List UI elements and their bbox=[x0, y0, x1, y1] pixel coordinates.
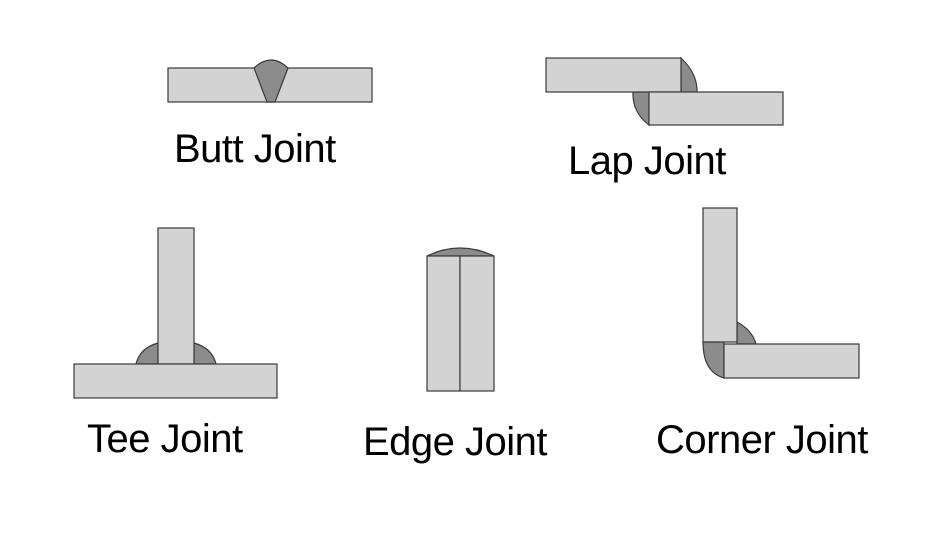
tee-base-plate bbox=[73, 363, 278, 399]
lap-bottom-plate bbox=[648, 91, 784, 126]
corner-outer-weld-bead bbox=[702, 341, 725, 379]
edge-joint-figure bbox=[426, 247, 495, 392]
butt-joint-figure bbox=[167, 59, 373, 103]
tee-joint-label: Tee Joint bbox=[87, 417, 243, 461]
corner-inner-weld-bead bbox=[736, 320, 757, 345]
lap-top-plate bbox=[545, 57, 682, 93]
tee-right-weld-bead bbox=[193, 342, 217, 365]
tee-joint-figure bbox=[73, 227, 278, 399]
edge-left-plate bbox=[426, 255, 461, 392]
corner-joint-label: Corner Joint bbox=[656, 418, 868, 462]
edge-joint-label: Edge Joint bbox=[363, 420, 547, 464]
edge-right-plate bbox=[459, 255, 495, 392]
butt-weld-bead bbox=[253, 59, 289, 103]
lap-upper-weld-bead bbox=[680, 56, 698, 94]
corner-horizontal-plate bbox=[723, 343, 860, 379]
butt-joint-label: Butt Joint bbox=[174, 127, 336, 171]
butt-left-plate bbox=[167, 67, 272, 103]
corner-joint-figure bbox=[702, 207, 860, 379]
lap-joint-label: Lap Joint bbox=[568, 139, 726, 183]
lap-lower-weld-bead bbox=[632, 91, 650, 127]
tee-vertical-plate bbox=[157, 227, 195, 365]
lap-joint-figure bbox=[545, 56, 784, 127]
tee-left-weld-bead bbox=[135, 342, 159, 365]
corner-vertical-plate bbox=[702, 207, 738, 343]
edge-weld-bead bbox=[426, 247, 495, 257]
butt-right-plate bbox=[270, 67, 373, 103]
